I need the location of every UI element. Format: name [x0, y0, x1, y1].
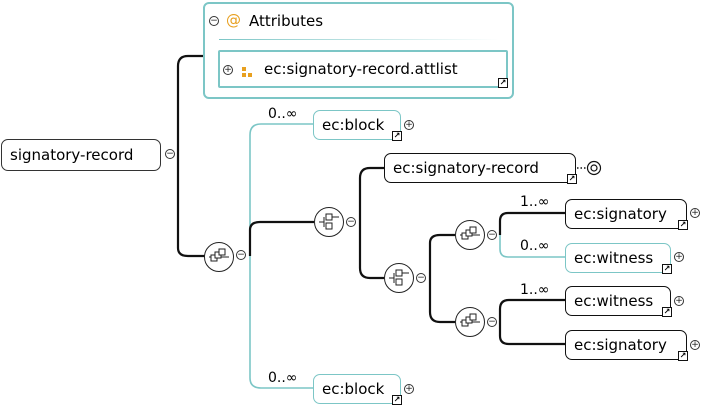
witness-2-expand-icon[interactable]: + [674, 296, 684, 306]
element-signatory-2-label: ec:signatory [574, 336, 667, 354]
signatory-1-expand-icon[interactable]: + [690, 208, 700, 218]
block-top-reference-icon[interactable]: ↗ [392, 131, 402, 141]
element-signatory-2[interactable]: ec:signatory ↗ [565, 330, 688, 361]
element-witness-2-label: ec:witness [574, 292, 654, 310]
attributes-title: Attributes [249, 12, 324, 30]
witness-1-reference-icon[interactable]: ↗ [662, 264, 672, 274]
attlist-reference-icon[interactable]: ↗ [498, 78, 508, 88]
signatory-2-expand-icon[interactable]: + [690, 340, 700, 350]
element-signatory-record-label: ec:signatory-record [393, 159, 539, 177]
connector-seq-choice [248, 220, 314, 256]
choice-icon[interactable] [314, 207, 344, 237]
witness-1-expand-icon[interactable]: + [674, 252, 684, 262]
connector-seqA-signatory [498, 211, 565, 235]
choice-collapse-icon[interactable]: − [346, 217, 356, 227]
connector-choice2-seqA [428, 233, 455, 278]
signatory-1-reference-icon[interactable]: ↗ [678, 220, 688, 230]
witness-2-cardinality: 1..∞ [520, 282, 550, 298]
element-signatory-1[interactable]: ec:signatory ↗ [565, 199, 688, 230]
signatory-1-cardinality: 1..∞ [520, 194, 550, 210]
attribute-group-icon [242, 65, 254, 77]
sequence-a-collapse-icon[interactable]: − [487, 230, 497, 240]
signatory-record-reference-icon[interactable]: ↗ [567, 174, 577, 184]
sequence-icon[interactable] [204, 242, 234, 272]
element-signatory-1-label: ec:signatory [574, 205, 667, 223]
attlist-label: ec:signatory-record.attlist [264, 60, 458, 78]
witness-1-cardinality: 0..∞ [520, 238, 550, 254]
sequence-icon-b[interactable] [455, 307, 485, 337]
element-witness-1-label: ec:witness [574, 249, 654, 267]
connector-seqB-signatory [498, 322, 565, 346]
sequence-b-collapse-icon[interactable]: − [487, 317, 497, 327]
element-block-bottom[interactable]: ec:block ↗ [313, 374, 402, 405]
sequence-collapse-icon[interactable]: − [236, 250, 246, 260]
connector-seq-blockbottom [249, 256, 313, 389]
block-bottom-reference-icon[interactable]: ↗ [392, 395, 402, 405]
connector-choice-record [358, 166, 384, 222]
connector-choice2-seqB [428, 278, 455, 324]
attlist-expand-icon[interactable]: + [223, 65, 233, 75]
connector-root-attributes [176, 54, 204, 155]
connector-seqA-witness [499, 235, 565, 258]
root-element-signatory-record[interactable]: signatory-record [1, 139, 161, 171]
element-signatory-record[interactable]: ec:signatory-record ↗ [384, 153, 577, 184]
witness-2-reference-icon[interactable]: ↗ [662, 307, 672, 317]
element-witness-1[interactable]: ec:witness ↗ [565, 243, 672, 274]
block-bottom-expand-icon[interactable]: + [404, 384, 414, 394]
block-top-cardinality: 0..∞ [268, 106, 298, 122]
attributes-collapse-icon[interactable]: − [209, 16, 219, 26]
connector-seqB-witness [498, 298, 565, 322]
element-block-top-label: ec:block [322, 116, 385, 134]
attribute-at-icon: @ [226, 11, 241, 29]
connector-root-sequence [176, 155, 205, 258]
element-block-top[interactable]: ec:block ↗ [313, 110, 402, 141]
signatory-2-reference-icon[interactable]: ↗ [678, 351, 688, 361]
connector-seq-blocktop [249, 123, 313, 256]
attributes-card: − @ Attributes + ec:signatory-record.att… [203, 2, 514, 99]
block-top-expand-icon[interactable]: + [404, 120, 414, 130]
element-witness-2[interactable]: ec:witness ↗ [565, 286, 672, 317]
root-element-label: signatory-record [10, 146, 134, 164]
attlist-group[interactable]: + ec:signatory-record.attlist ↗ [218, 50, 508, 88]
recursion-icon [586, 160, 602, 176]
connector-choice-choice2 [358, 222, 384, 280]
root-collapse-icon[interactable]: − [165, 149, 175, 159]
attributes-divider [219, 39, 499, 40]
choice-nested-collapse-icon[interactable]: − [416, 273, 426, 283]
block-bottom-cardinality: 0..∞ [268, 370, 298, 386]
element-block-bottom-label: ec:block [322, 380, 385, 398]
sequence-icon-a[interactable] [455, 220, 485, 250]
choice-icon-nested[interactable] [384, 263, 414, 293]
